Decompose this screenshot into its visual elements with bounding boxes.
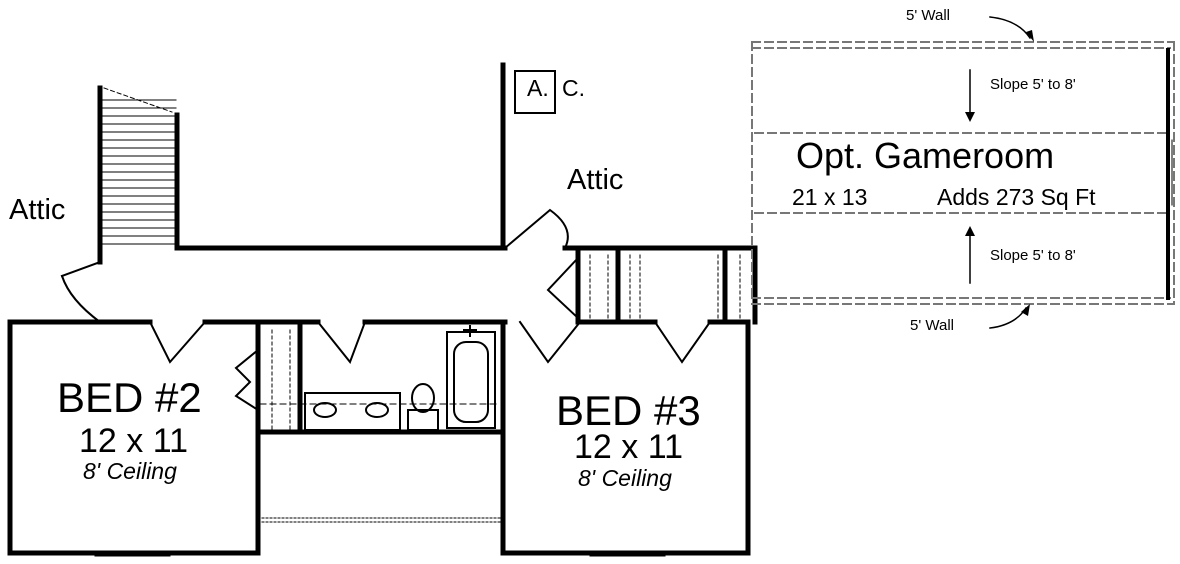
attic-right-label: Attic — [567, 164, 624, 196]
ac-c-label: C. — [562, 75, 585, 101]
slope-bottom-label: Slope 5' to 8' — [990, 247, 1076, 264]
bed3-ceiling: 8' Ceiling — [578, 465, 672, 491]
hall-walls — [174, 62, 758, 325]
attic-left-label: Attic — [9, 194, 66, 226]
gameroom-outline — [751, 41, 1175, 305]
windows — [94, 517, 666, 557]
bed2-size: 12 x 11 — [79, 422, 189, 460]
slope-top-label: Slope 5' to 8' — [990, 76, 1076, 93]
ac-a-label: A. — [527, 75, 549, 101]
wall-top-label: 5' Wall — [906, 7, 950, 24]
closets — [575, 247, 741, 325]
gameroom-size: 21 x 13 — [792, 184, 868, 210]
gameroom-adds: Adds 273 Sq Ft — [937, 184, 1096, 210]
bed3-size: 12 x 11 — [574, 428, 684, 466]
bath-fixtures — [304, 325, 496, 431]
lower-walls — [7, 319, 751, 556]
staircase — [60, 85, 180, 324]
gameroom-name: Opt. Gameroom — [796, 135, 1055, 176]
bed2-ceiling: 8' Ceiling — [83, 458, 177, 484]
bed3-name: BED #3 — [556, 387, 701, 434]
wall-bottom-label: 5' Wall — [910, 317, 954, 334]
bed2-name: BED #2 — [57, 374, 202, 421]
ac-unit-box — [514, 70, 556, 114]
